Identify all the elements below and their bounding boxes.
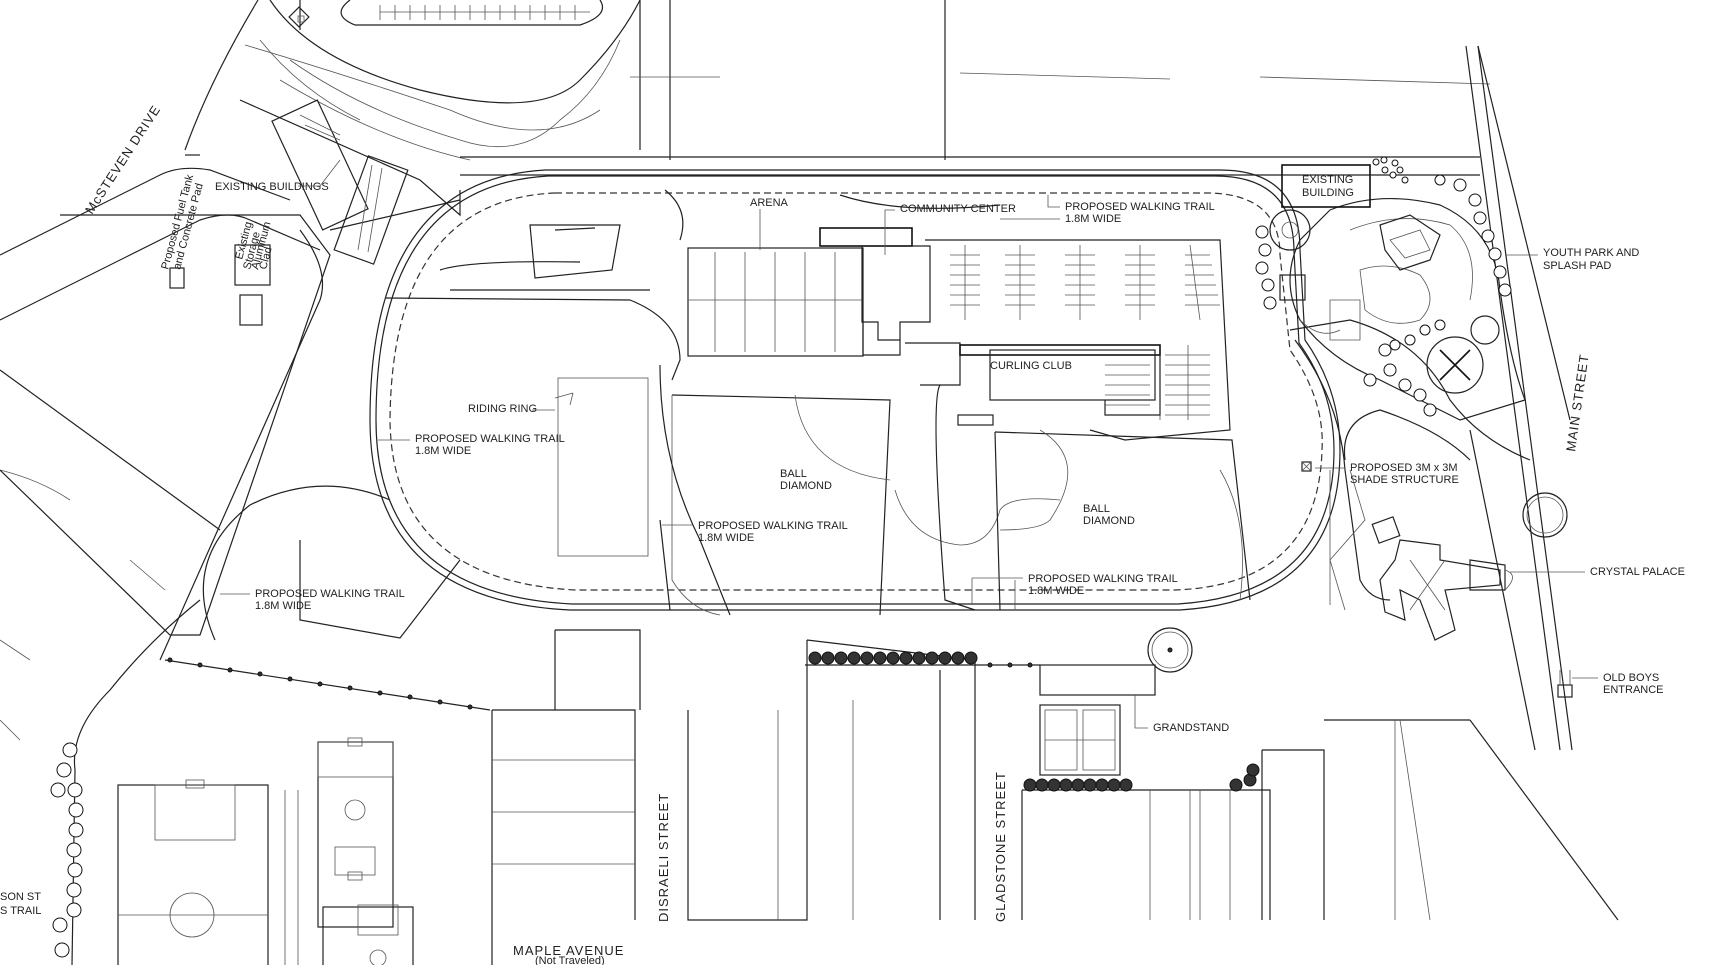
community-center-building [819,227,961,386]
label-trail-mid-2: 1.8M WIDE [698,532,754,544]
ball-diamond-1 [659,364,1061,616]
label-maple-avenue: MAPLE AVENUE [513,943,624,958]
label-trail-south-1: PROPOSED WALKING TRAIL [1028,573,1178,585]
parking-lot [925,239,1231,441]
label-existing-buildings: EXISTING BUILDINGS [215,181,329,193]
youth-park-trees [1255,156,1512,417]
label-community-center: COMMUNITY CENTER [900,203,1016,215]
label-trail-west-1: PROPOSED WALKING TRAIL [255,588,405,600]
label-ball-diamond-2a: BALL [1083,503,1110,515]
label-riding-ring: RIDING RING [468,403,537,415]
arena-building [529,224,864,357]
existing-buildings-nw [0,99,409,636]
label-trail-left-1: PROPOSED WALKING TRAIL [415,433,565,445]
soccer-fields [117,737,414,965]
label-shade-2: SHADE STRUCTURE [1350,474,1459,486]
label-main-street: MAIN STREET [1563,353,1592,453]
label-trail-left-2: 1.8M WIDE [415,445,471,457]
label-curling-club: CURLING CLUB [990,360,1072,372]
youth-park [1269,197,1526,421]
label-ball-diamond-1b: DIAMOND [780,480,832,492]
tree-row-south [1023,763,1260,792]
label-old-boys-2: ENTRANCE [1603,684,1664,696]
label-youth-park-1: YOUTH PARK AND [1543,247,1639,259]
label-crystal-palace: CRYSTAL PALACE [1590,566,1685,578]
label-gladstone-street: GLADSTONE STREET [993,771,1008,922]
fence-line [164,657,1040,711]
ball-diamond-2 [935,384,1251,611]
label-grandstand: GRANDSTAND [1153,722,1229,734]
east-road [1289,319,1531,601]
label-s-trail: S TRAIL [0,905,41,917]
label-trail-top-2: 1.8M WIDE [1065,213,1121,225]
label-old-boys-1: OLD BOYS [1603,672,1659,684]
label-son-st: SON ST [0,891,41,903]
oval-track [369,169,1341,611]
curling-club-building [957,344,1161,426]
label-trail-mid-1: PROPOSED WALKING TRAIL [698,520,848,532]
shade-structure [1301,461,1312,472]
tree-row-north [808,651,978,665]
label-mcsteven-drive: McSTEVEN DRIVE [82,102,164,216]
northwest-landscape [184,0,641,161]
grandstand-area [1039,627,1193,776]
label-storage-4: Clad [257,246,274,271]
label-youth-park-2: SPLASH PAD [1543,260,1611,272]
road-lines [0,0,1573,751]
label-trail-top-1: PROPOSED WALKING TRAIL [1065,201,1215,213]
crystal-palace-building [1329,469,1568,641]
label-ball-diamond-1a: BALL [780,468,807,480]
riding-ring [384,297,681,557]
label-trail-south-2: 1.8M WIDE [1028,585,1084,597]
label-not-traveled: (Not Traveled) [535,955,605,965]
old-boys-entrance [1557,670,1573,698]
existing-building-east [1281,164,1371,208]
map-labels: EXISTING BUILDINGS McSTEVEN DRIVE Propos… [0,102,1685,965]
label-shade-1: PROPOSED 3M x 3M [1350,462,1458,474]
label-arena: ARENA [750,197,789,209]
label-disraeli-street: DISRAELI STREET [656,793,671,922]
trail-connectors [202,189,1001,641]
label-ball-diamond-2b: DIAMOND [1083,515,1135,527]
label-existing-building-2: BUILDING [1302,187,1354,199]
label-trail-west-2: 1.8M WIDE [255,600,311,612]
label-existing-building-1: EXISTING [1302,174,1353,186]
tree-row-west [50,599,201,965]
